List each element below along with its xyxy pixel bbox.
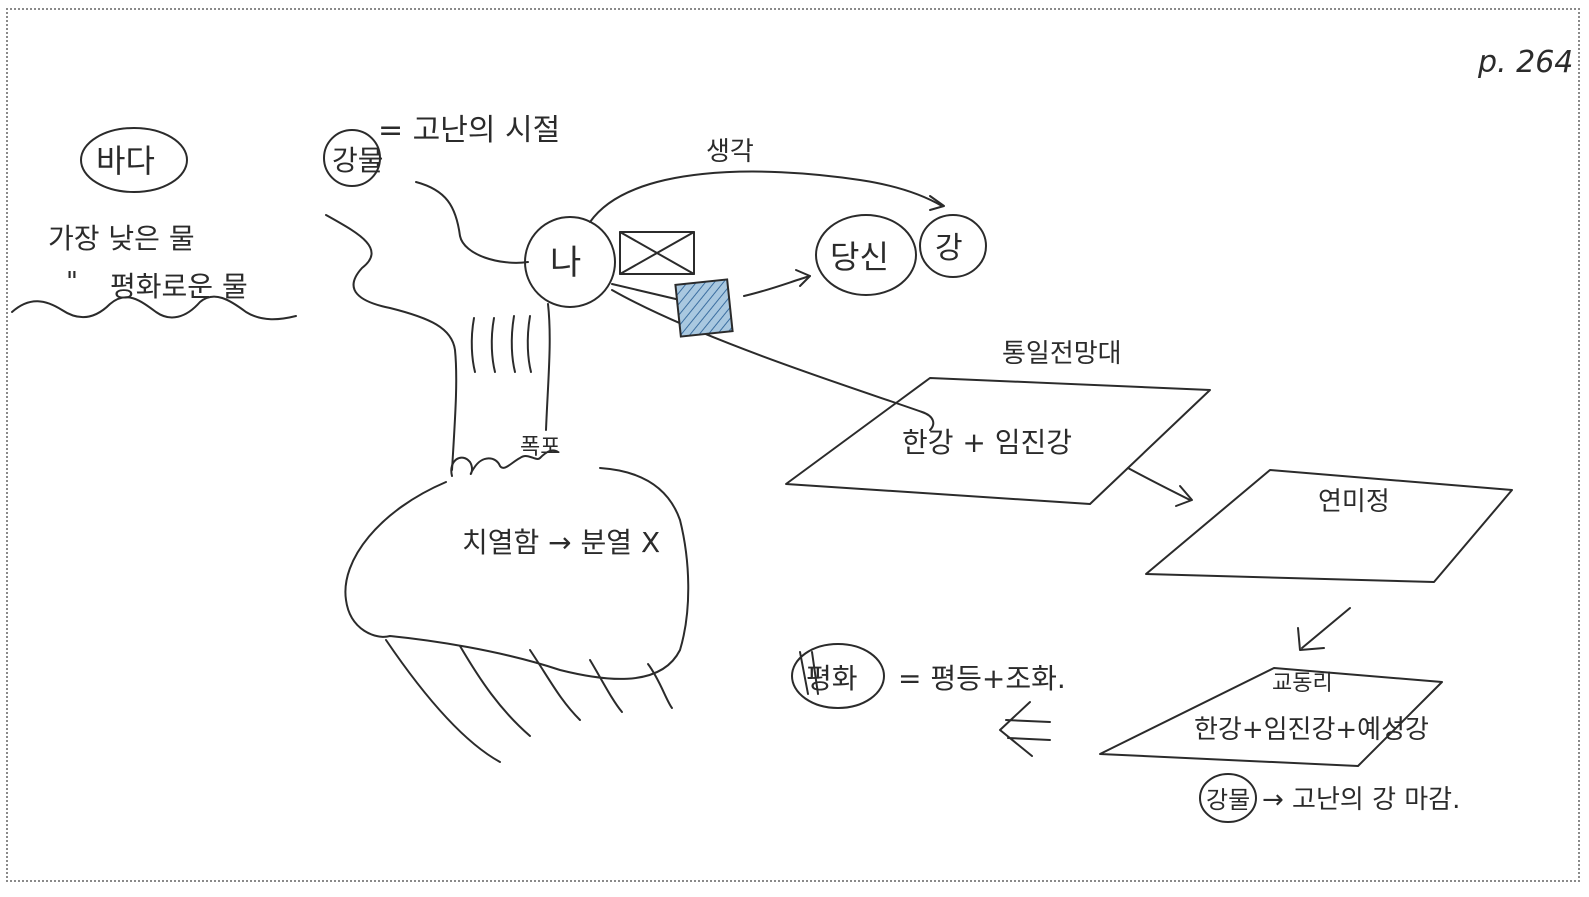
sea-line-2: 평화로운 물 bbox=[110, 270, 248, 303]
cliff-line-2 bbox=[459, 645, 531, 737]
waterfall-line-4 bbox=[526, 315, 532, 373]
unification-plane bbox=[785, 377, 1211, 505]
crossed-box bbox=[619, 231, 695, 275]
thought-arrow-head bbox=[929, 195, 945, 211]
me-to-hangang-line bbox=[611, 289, 935, 431]
sea-line-1: 가장 낮은 물 bbox=[48, 222, 195, 255]
cliff-line-3 bbox=[529, 649, 581, 721]
waterfall-inner bbox=[545, 303, 551, 431]
me-to-hatch-line bbox=[611, 283, 681, 301]
splash-loops bbox=[450, 449, 559, 477]
cliff-line-5 bbox=[647, 663, 673, 709]
final-river-water-label: 강물 bbox=[1206, 786, 1250, 814]
river-water-label: 강물 bbox=[332, 144, 384, 177]
waterfall-label: 폭포 bbox=[520, 435, 560, 460]
plane2-to-plane3-arrow bbox=[1301, 607, 1351, 649]
river-label: 강 bbox=[935, 231, 963, 266]
sea-ditto: " bbox=[66, 267, 78, 297]
yeonmi-plane bbox=[1145, 469, 1513, 583]
me-label: 나 bbox=[550, 243, 581, 283]
river-water-circle bbox=[323, 129, 381, 187]
hatched-box bbox=[674, 278, 734, 338]
peace-strike bbox=[799, 651, 819, 695]
thought-label: 생각 bbox=[706, 137, 754, 167]
sea-circle bbox=[80, 127, 188, 193]
river-water-definition: = 고난의 시절 bbox=[378, 113, 560, 148]
confluence-plane bbox=[1099, 667, 1443, 767]
confluence-content: 한강+임진강+예성강 bbox=[1194, 715, 1429, 745]
cliff-line-4 bbox=[589, 659, 623, 713]
peace-label: 평화 bbox=[806, 662, 858, 695]
you-label: 당신 bbox=[830, 238, 889, 276]
me-circle bbox=[524, 216, 616, 308]
cliff-label: 치열함 → 분열 X bbox=[462, 526, 660, 559]
confluence-header: 교동리 bbox=[1272, 671, 1333, 696]
final-note-text: → 고난의 강 마감. bbox=[1262, 785, 1460, 815]
waterfall-line-1 bbox=[470, 317, 476, 373]
yeonmi-label: 연미정 bbox=[1318, 487, 1390, 517]
cliff-line-1 bbox=[385, 639, 501, 763]
sea-title: 바다 bbox=[96, 142, 155, 180]
double-left-arrow bbox=[999, 701, 1051, 757]
final-river-water-circle bbox=[1199, 773, 1257, 823]
hatch-to-you-arrow bbox=[743, 275, 811, 297]
unification-header: 통일전망대 bbox=[1002, 339, 1122, 369]
peace-definition: = 평등+조화. bbox=[898, 662, 1066, 695]
plane1-to-plane2-arrow bbox=[1127, 467, 1191, 501]
page-number: p. 264 bbox=[1477, 45, 1573, 80]
dotted-frame bbox=[6, 8, 1580, 882]
river-right-bank bbox=[415, 181, 529, 264]
waterfall-line-3 bbox=[510, 315, 516, 373]
you-circle bbox=[815, 214, 917, 296]
river-circle bbox=[919, 214, 987, 278]
cliff-top bbox=[344, 467, 690, 680]
waterfall-line-2 bbox=[490, 317, 496, 373]
sea-wave bbox=[11, 295, 297, 321]
unification-content: 한강 + 임진강 bbox=[902, 426, 1072, 459]
river-left-bank bbox=[325, 214, 458, 471]
thought-arc bbox=[589, 170, 943, 223]
peace-circle bbox=[791, 643, 885, 709]
